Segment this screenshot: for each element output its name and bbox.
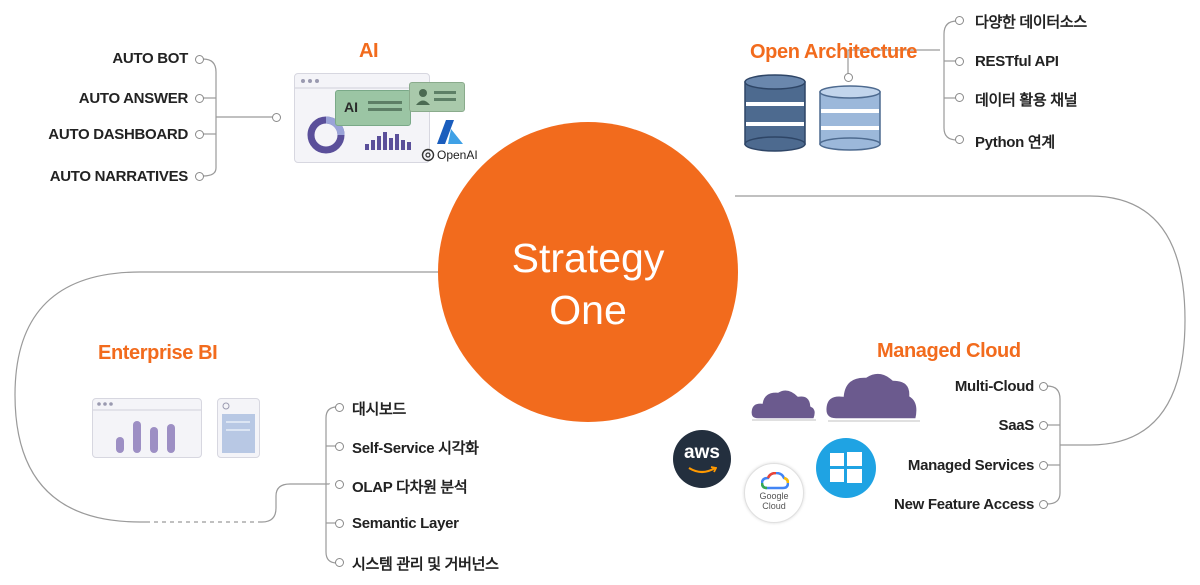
google-cloud-text-line1: Google (759, 491, 789, 501)
aws-logo-text: aws (684, 442, 720, 463)
ai-item-auto-answer: AUTO ANSWER (78, 90, 189, 107)
open-architecture-bullet (955, 16, 964, 25)
open-architecture-connector-dot (844, 73, 853, 82)
enterprise-bi-item-dashboard: 대시보드 (352, 401, 407, 418)
managed-cloud-item-multi-cloud: Multi-Cloud (954, 378, 1034, 395)
ai-title: AI (359, 40, 379, 62)
google-cloud-text-line2: Cloud (762, 501, 786, 511)
open-architecture-item-data-sources: 다양한 데이터소스 (975, 14, 1087, 31)
open-architecture-item-data-channels: 데이터 활용 채널 (975, 92, 1078, 109)
open-architecture-bullet (955, 57, 964, 66)
ai-badge: AI (344, 99, 358, 115)
enterprise-bi-bullet (335, 480, 344, 489)
bi-report-illustration (217, 398, 260, 458)
enterprise-bi-item-governance: 시스템 관리 및 거버넌스 (352, 556, 499, 573)
managed-cloud-item-saas: SaaS (998, 417, 1035, 434)
user-chat-bubble (409, 82, 465, 112)
ai-bullet (195, 172, 204, 181)
managed-cloud-item-managed-services: Managed Services (907, 457, 1034, 474)
center-title-line2: One (549, 287, 627, 333)
bi-bar-chart-graphic (93, 402, 201, 453)
bi-dashboard-illustration (92, 398, 202, 458)
managed-cloud-title: Managed Cloud (877, 340, 1021, 362)
ai-dashboard-graphic (295, 79, 429, 154)
bi-connector (328, 483, 337, 492)
cloud-icon (750, 372, 920, 422)
azure-logo-icon (437, 120, 463, 144)
enterprise-bi-bullet (335, 558, 344, 567)
enterprise-bi-item-semantic-layer: Semantic Layer (352, 515, 459, 532)
open-architecture-bullet (955, 135, 964, 144)
managed-cloud-bullet (1039, 461, 1048, 470)
managed-cloud-bullet (1039, 382, 1048, 391)
ai-chat-bubble: AI (335, 90, 411, 126)
enterprise-bi-item-olap: OLAP 다차원 분석 (352, 479, 468, 496)
enterprise-bi-bullet (335, 519, 344, 528)
enterprise-bi-title: Enterprise BI (98, 342, 218, 364)
center-title-line1: Strategy (511, 235, 665, 281)
enterprise-bi-bullet (335, 442, 344, 451)
openai-label: OpenAI (437, 148, 478, 162)
open-architecture-item-python: Python 연계 (975, 134, 1055, 151)
ai-connector-dot (272, 113, 281, 122)
openai-logo-icon (421, 148, 435, 162)
ai-bullet (195, 94, 204, 103)
ai-bullet (195, 55, 204, 64)
open-architecture-item-restful-api: RESTful API (975, 53, 1059, 70)
managed-cloud-item-new-feature-access: New Feature Access (894, 496, 1034, 513)
open-architecture-title: Open Architecture (750, 41, 917, 63)
ai-item-auto-dashboard: AUTO DASHBOARD (48, 126, 188, 143)
enterprise-bi-bullet (335, 403, 344, 412)
center-title: Strategy One (438, 232, 738, 336)
ai-item-auto-narratives: AUTO NARRATIVES (49, 168, 189, 185)
enterprise-bi-item-self-service: Self-Service 시각화 (352, 440, 479, 457)
ai-bullet (195, 130, 204, 139)
aws-logo-icon: aws (673, 430, 731, 488)
windows-azure-logo-icon (816, 438, 876, 498)
google-cloud-logo-icon: Google Cloud (744, 463, 804, 523)
ai-item-auto-bot: AUTO BOT (112, 50, 188, 67)
open-architecture-bullet (955, 93, 964, 102)
managed-cloud-bullet (1039, 500, 1048, 509)
managed-cloud-bullet (1039, 421, 1048, 430)
database-icon (744, 74, 881, 152)
strategy-one-circle (438, 122, 738, 422)
